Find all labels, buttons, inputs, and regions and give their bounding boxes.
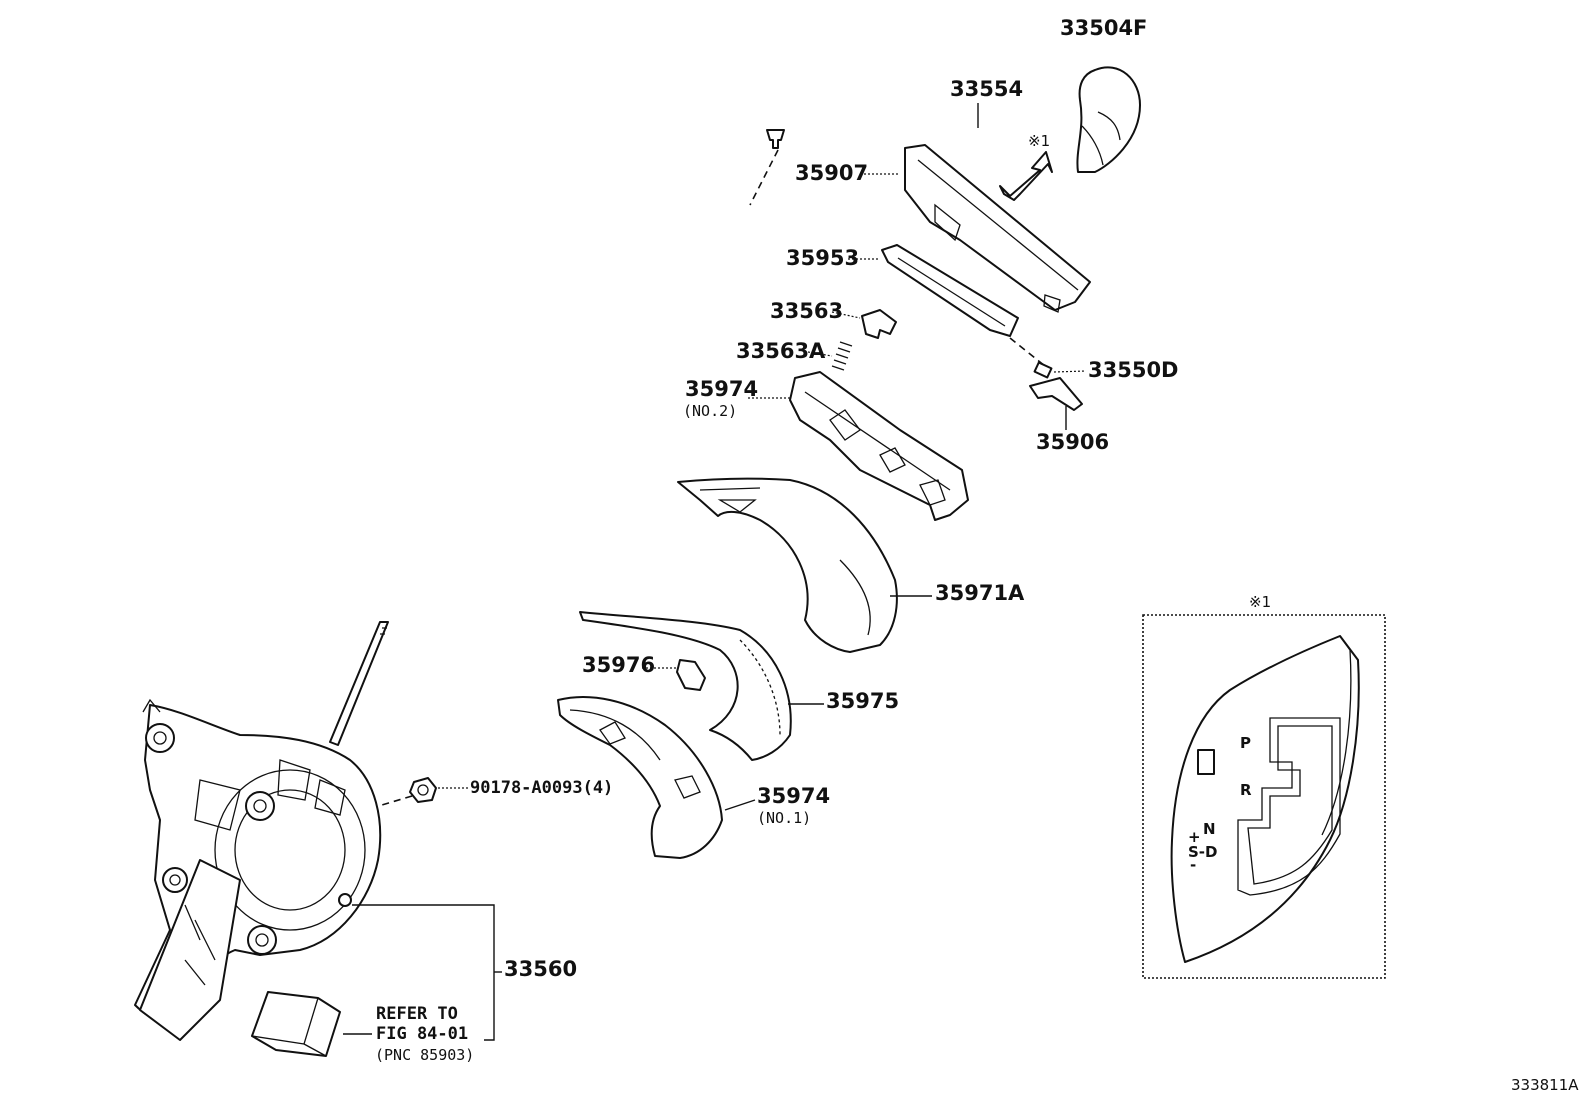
spring-33563A-drawing <box>831 341 853 371</box>
label-35907: 35907 <box>795 161 868 185</box>
refer-line-2: FIG 84-01 <box>376 1024 468 1044</box>
clip-33563-drawing <box>861 309 897 339</box>
label-35975: 35975 <box>826 689 899 713</box>
shift-lever-assembly-drawing <box>134 621 389 1041</box>
refer-pnc: (PNC 85903) <box>375 1046 474 1064</box>
leader-33563A <box>807 351 833 357</box>
label-33554: 33554 <box>950 77 1023 101</box>
label-35976: 35976 <box>582 653 655 677</box>
pin-33550D-drawing <box>1029 361 1083 411</box>
bezel-35907-drawing <box>904 144 1091 313</box>
label-33504F: 33504F <box>1060 16 1147 40</box>
mark-1: ※1 <box>1028 132 1050 150</box>
gate-plate-drawing <box>1170 635 1360 963</box>
cover-35974-no1-drawing <box>557 696 723 859</box>
gear-minus: - <box>1190 856 1196 874</box>
gear-S-D: S-D <box>1188 843 1217 861</box>
label-33563: 33563 <box>770 299 843 323</box>
leader-33550D <box>1053 370 1087 373</box>
label-33560: 33560 <box>504 957 577 981</box>
label-35974-no2-sub: (NO.2) <box>683 402 737 420</box>
label-35971A: 35971A <box>935 581 1025 605</box>
shift-knob-drawing <box>1076 66 1141 173</box>
part-35976-drawing <box>676 659 706 691</box>
label-35974-no1-sub: (NO.1) <box>757 809 811 827</box>
gear-plus: + <box>1188 828 1201 846</box>
connector-drawing <box>251 991 341 1057</box>
label-35974-no1: 35974 <box>757 784 830 808</box>
cover-35974-no2-drawing <box>789 371 969 521</box>
sheet-35975-drawing <box>579 611 792 761</box>
direction-arrow <box>999 151 1053 201</box>
gear-N: N <box>1203 820 1216 838</box>
diagram-code: 333811A <box>1511 1076 1579 1094</box>
gear-P: P <box>1240 734 1251 752</box>
housing-35971A-drawing <box>677 477 898 653</box>
label-35974-no2: 35974 <box>685 377 758 401</box>
gear-R: R <box>1240 781 1252 799</box>
detail-title: ※1 <box>1249 593 1271 611</box>
leader-35974-no1 <box>724 799 756 811</box>
label-35906: 35906 <box>1036 430 1109 454</box>
detail-frame <box>1142 614 1386 979</box>
label-33563A: 33563A <box>736 339 826 363</box>
label-90178-A0093: 90178-A0093(4) <box>470 778 613 798</box>
screw-33554-drawing <box>749 129 785 206</box>
refer-line-1: REFER TO <box>376 1004 458 1024</box>
label-33550D: 33550D <box>1088 358 1179 382</box>
leader-33563 <box>831 311 861 319</box>
label-35953: 35953 <box>786 246 859 270</box>
